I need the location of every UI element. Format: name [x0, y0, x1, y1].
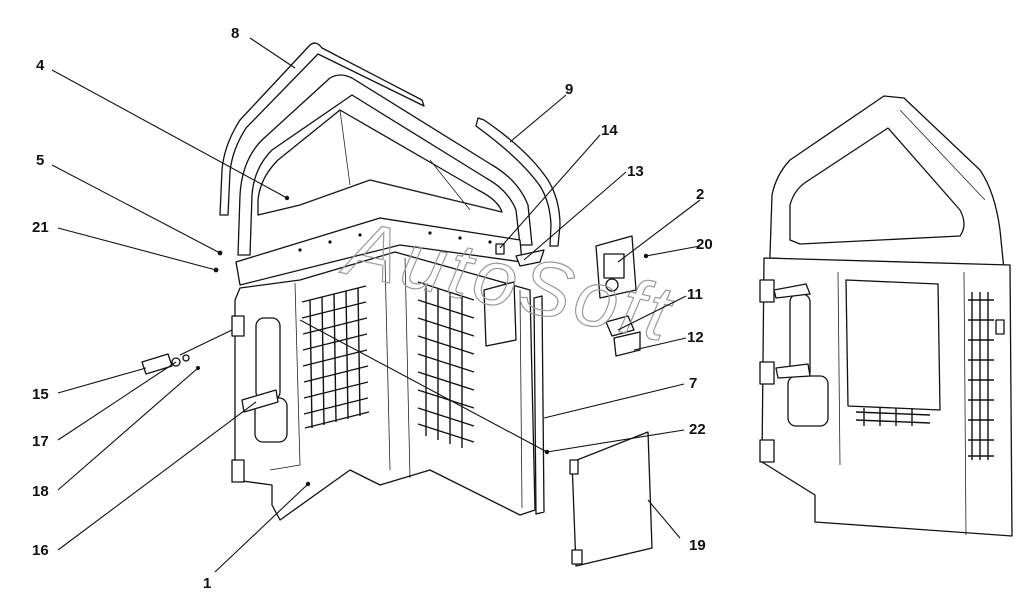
callout-7: 7	[689, 375, 697, 392]
callout-12: 12	[687, 329, 704, 346]
mesh-screen-left	[301, 285, 370, 429]
mesh-screen-right	[417, 281, 475, 448]
leader-lines	[51, 37, 701, 573]
callout-4: 4	[36, 57, 45, 74]
callout-18: 18	[32, 483, 49, 500]
part-9-edge-trim	[219, 42, 425, 216]
callout-1: 1	[203, 575, 211, 592]
callout-2: 2	[696, 186, 704, 203]
callout-17: 17	[32, 433, 49, 450]
assembled-mesh-side	[968, 292, 994, 460]
part-15-17-18-hinge-hardware	[141, 353, 200, 375]
callout-21: 21	[32, 219, 49, 236]
callout-8: 9	[565, 81, 573, 98]
callout-16: 16	[32, 542, 49, 559]
part-4-canopy-frame	[237, 74, 533, 256]
callout-13: 13	[627, 163, 644, 180]
callout-14: 14	[601, 122, 618, 139]
callout-5: 5	[36, 152, 44, 169]
part-8-frame-section	[475, 117, 561, 247]
callout-labels: 8 4 9 14 5 13 2 21 20 11 12 7 15 22 17 1…	[32, 25, 713, 592]
callout-9: 8	[231, 25, 239, 42]
small-hardware	[213, 243, 649, 273]
part-7-seal-strip	[533, 295, 545, 515]
callout-15: 15	[32, 386, 49, 403]
callout-11: 11	[687, 286, 703, 303]
part-2-latch-assembly	[595, 235, 637, 299]
assembled-mesh-bottom	[855, 408, 931, 426]
callout-20: 20	[696, 236, 713, 253]
part-11-12-lock	[605, 315, 641, 357]
exploded-view	[141, 42, 653, 567]
assembled-view	[759, 95, 1013, 537]
callout-19: 19	[689, 537, 706, 554]
part-19-access-panel	[544, 431, 653, 567]
callout-22: 22	[689, 421, 706, 438]
